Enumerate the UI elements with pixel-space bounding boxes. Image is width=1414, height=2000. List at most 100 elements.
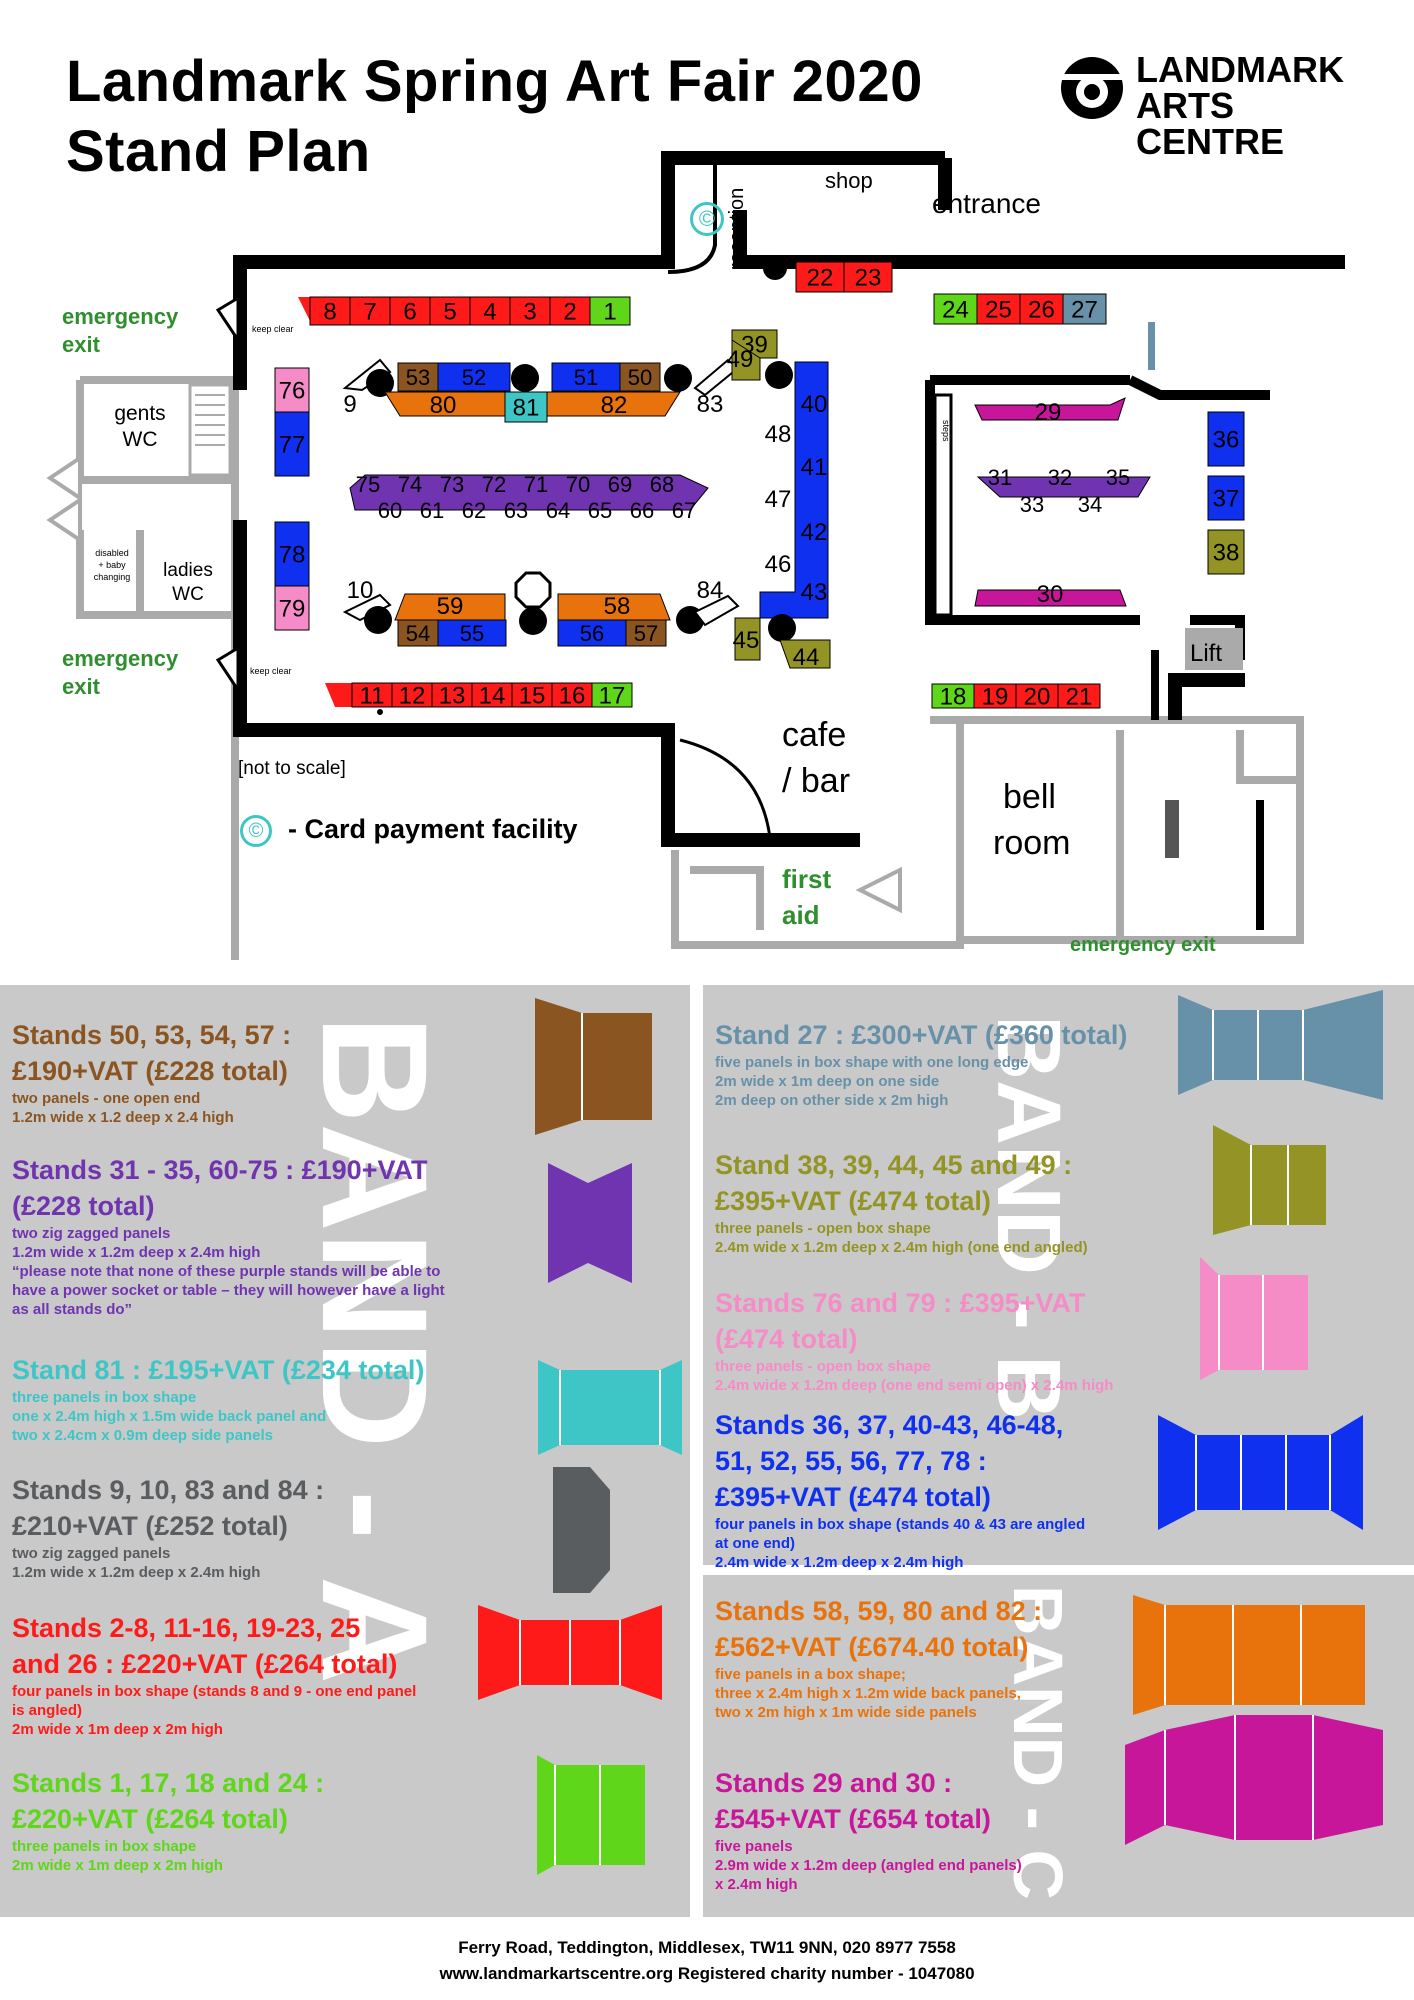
stand-6-label: 6 <box>403 299 416 326</box>
stand-16-label: 16 <box>559 683 586 710</box>
stand-82-label: 82 <box>601 392 628 419</box>
stand-31-label: 31 <box>988 465 1012 490</box>
stand-83-label: 83 <box>697 391 724 418</box>
stand-58-label: 58 <box>604 593 631 620</box>
band-bc-shapes <box>1125 990 1383 1845</box>
legend-entry: Stand 81 : £195+VAT (£234 total) three pa… <box>12 1352 512 1445</box>
legend-entry-heading: Stand 81 : £195+VAT (£234 total) <box>12 1355 425 1385</box>
stand-2-label: 2 <box>563 299 576 326</box>
stand-81-label: 81 <box>513 395 540 422</box>
stand-58-box <box>557 593 671 621</box>
stand-23-box <box>843 261 893 293</box>
stand-18-box <box>931 683 975 709</box>
stand-82-box <box>546 391 681 417</box>
card-icon-reception: © <box>690 202 724 236</box>
stand-27-label: 27 <box>1071 297 1098 324</box>
stand-30-label: 30 <box>1037 581 1064 608</box>
emergency-exit-top-l2: exit <box>62 332 100 357</box>
pillar-10 <box>377 709 383 715</box>
legend-shape <box>1178 990 1383 1100</box>
legend-entry-heading: Stands 58, 59, 80 and 82 : £562+VAT (£67… <box>715 1596 1043 1662</box>
stand-65-label: 65 <box>588 498 612 523</box>
stand-18-label: 18 <box>940 684 967 711</box>
keep-clear-top: keep clear <box>252 324 294 334</box>
legend-entry-description: four panels in box shape (stands 40 & 43… <box>715 1516 1086 1571</box>
legend-shape <box>1213 1125 1326 1235</box>
stand-38-label: 38 <box>1213 540 1240 567</box>
pillar-4 <box>364 606 392 634</box>
stand-9-shape <box>342 358 392 392</box>
stand-41-label: 41 <box>801 454 828 481</box>
stand-4-box <box>469 296 511 326</box>
landmark-logo: LANDMARK ARTS CENTRE <box>1058 52 1378 160</box>
stand-52: 52 <box>437 362 511 392</box>
pillar-2 <box>511 364 539 392</box>
stand-11: 11 <box>351 682 393 710</box>
stand-5: 5 <box>429 296 471 326</box>
stand-14-box <box>471 682 513 708</box>
cafe-label-l2: / bar <box>782 762 851 800</box>
legend-entry: Stand 27 : £300+VAT (£360 total)five pan… <box>715 1017 1235 1110</box>
band-a-shapes <box>478 998 682 1875</box>
legend-entry-heading: Stand 38, 39, 44, 45 and 49 : £395+VAT (… <box>715 1150 1073 1216</box>
stand-67-label: 67 <box>672 498 696 523</box>
stand-36-label: 36 <box>1213 427 1240 454</box>
stand-13: 13 <box>431 682 473 710</box>
stand-50-label: 50 <box>628 365 652 390</box>
stand-76: 76 <box>274 367 310 413</box>
stand-57-label: 57 <box>634 621 658 646</box>
stand-12-label: 12 <box>399 683 426 710</box>
pillar-5 <box>519 607 547 635</box>
legend-shape <box>1158 1415 1363 1530</box>
page-subtitle: Stand Plan <box>66 119 371 184</box>
stand-29-label: 29 <box>1035 399 1062 426</box>
stand-54: 54 <box>397 619 439 647</box>
lift-label: Lift <box>1190 640 1223 667</box>
stand-50: 50 <box>619 362 661 392</box>
purple-row <box>349 474 709 511</box>
stand-37-box <box>1207 475 1245 521</box>
stand-8-box <box>309 296 351 326</box>
stand-71-label: 71 <box>524 472 548 497</box>
legend-entry-description: five panels in a box shape; three x 2.4m… <box>715 1666 1021 1721</box>
first-aid-l2: aid <box>782 900 820 930</box>
stand-15: 15 <box>511 682 553 710</box>
ladies-label-l1: ladies <box>163 560 213 581</box>
stand-19-box <box>973 683 1017 709</box>
stand-5-box <box>429 296 471 326</box>
stand-81: 81 <box>504 391 548 423</box>
shop-label: shop <box>825 168 873 193</box>
stand-18: 18 <box>931 683 975 711</box>
stand-21-label: 21 <box>1066 684 1093 711</box>
stand-36-box <box>1207 411 1245 467</box>
gents-label-l1: gents <box>114 402 166 425</box>
stand-26-box <box>1019 293 1064 325</box>
stand-36: 36 <box>1207 411 1245 467</box>
stand-3-label: 3 <box>523 299 536 326</box>
stand-66-label: 66 <box>630 498 654 523</box>
stand-22-label: 22 <box>807 265 834 292</box>
stand-26-label: 26 <box>1028 297 1055 324</box>
stand-24: 24 <box>933 293 978 325</box>
stand-75-label: 75 <box>356 472 380 497</box>
legend-band-a: BAND - A Stands 50, 53, 54, 57 : £190+VA… <box>0 985 690 1917</box>
stand-80-label: 80 <box>430 392 457 419</box>
legend-entry-description: three panels in box shape one x 2.4m hig… <box>12 1389 327 1444</box>
stand-34-label: 34 <box>1078 492 1102 517</box>
pillar-1 <box>366 369 394 397</box>
keep-clear-bottom: keep clear <box>250 666 292 676</box>
legend-shape-fill <box>535 998 652 1135</box>
stand-73-label: 73 <box>440 472 464 497</box>
stand-14-label: 14 <box>479 683 506 710</box>
stand-46-label: 46 <box>765 551 792 578</box>
stand-2-box <box>549 296 591 326</box>
stand-25-box <box>976 293 1021 325</box>
stand-20-label: 20 <box>1024 684 1051 711</box>
stand-6-box <box>389 296 431 326</box>
lift-box <box>1185 628 1243 670</box>
stand-2: 2 <box>549 296 591 326</box>
stand-38-box <box>1207 529 1245 575</box>
legend-entry-heading: Stand 27 : £300+VAT (£360 total) <box>715 1020 1128 1050</box>
stand-17: 17 <box>591 682 633 710</box>
stand-1-box <box>589 296 631 326</box>
